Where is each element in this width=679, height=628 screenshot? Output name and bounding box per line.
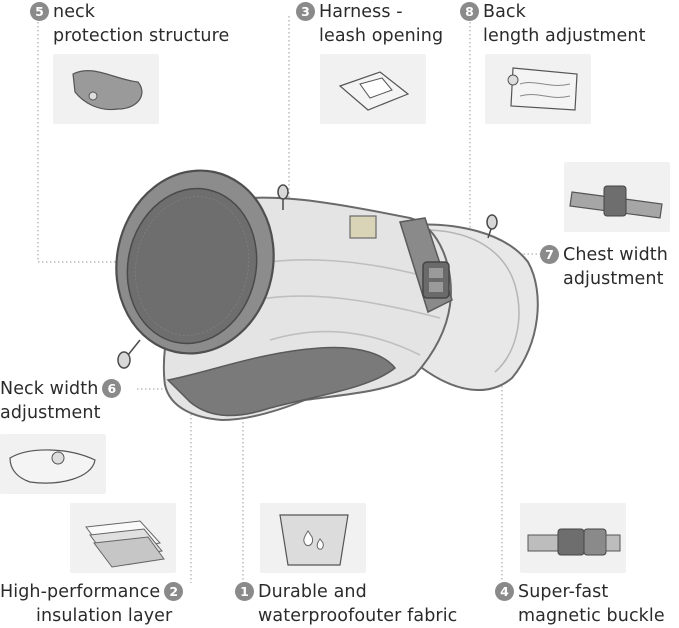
harness-opening-thumbnail	[320, 54, 426, 124]
badge-4: 4	[495, 582, 514, 601]
badge-8: 8	[460, 2, 479, 21]
magnetic-buckle-thumbnail	[520, 503, 626, 573]
chest-width-thumbnail	[564, 162, 670, 232]
badge-5: 5	[30, 2, 49, 21]
badge-6: 6	[102, 379, 122, 398]
badge-1: 1	[235, 582, 254, 601]
badge-3: 3	[296, 2, 315, 21]
collar-mesh	[126, 187, 258, 345]
chest-buckle	[422, 261, 450, 299]
neck-width-thumbnail	[0, 434, 106, 494]
belly-strap	[166, 346, 397, 417]
insulation-thumbnail	[70, 503, 176, 573]
outer-fabric-thumbnail	[260, 503, 366, 573]
neck-protection-thumbnail	[53, 54, 159, 124]
badge-2: 2	[164, 582, 184, 601]
badge-7: 7	[540, 245, 559, 264]
harness-patch	[349, 215, 377, 239]
neck-toggle	[117, 339, 141, 369]
back-length-thumbnail	[485, 54, 591, 124]
